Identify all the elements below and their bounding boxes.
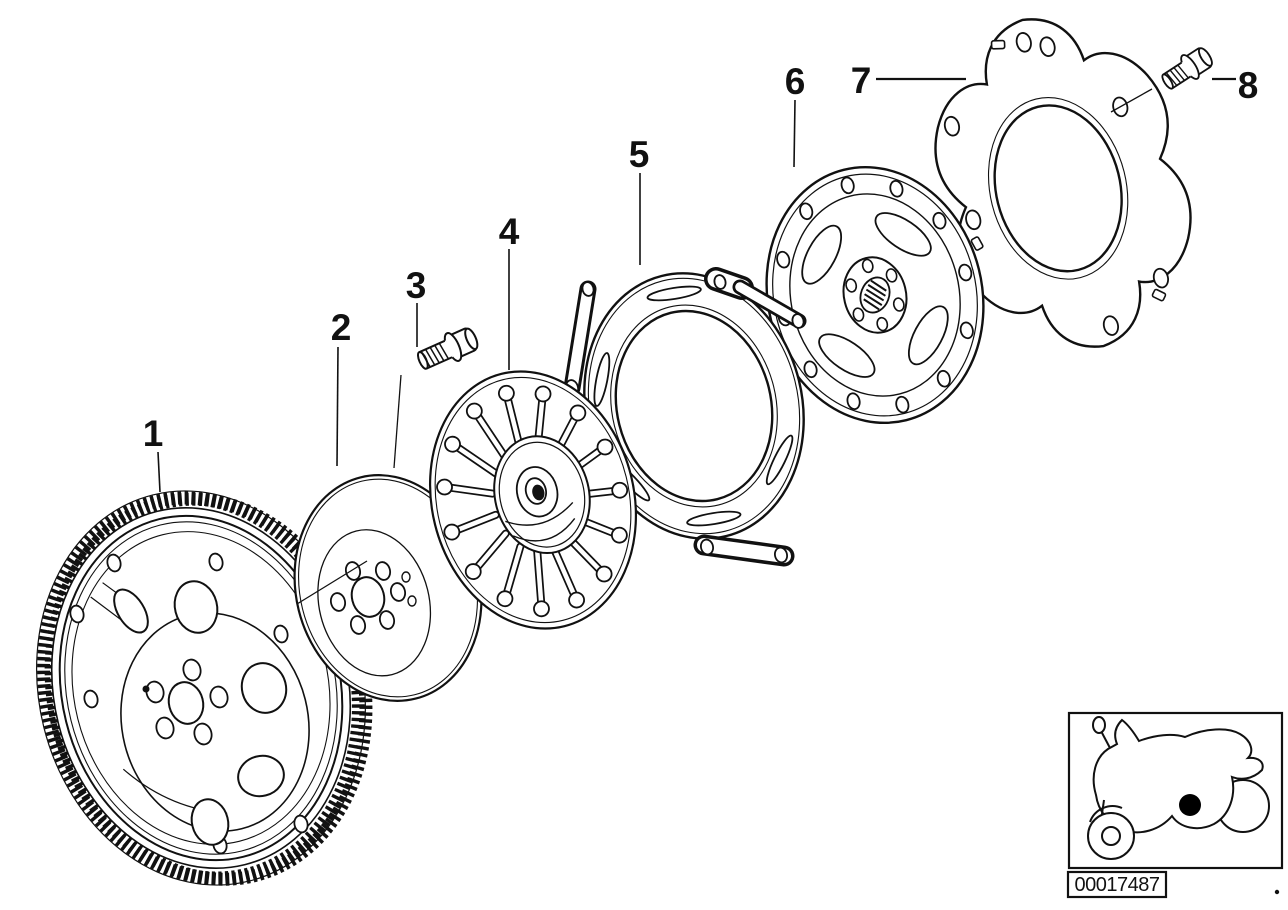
- image-number-label: 00017487: [1075, 874, 1160, 896]
- image-number-box: 00017487: [1066, 870, 1168, 899]
- thumbnail-frame: [1067, 711, 1284, 870]
- part-3-bolt[interactable]: [414, 323, 482, 375]
- location-thumbnail[interactable]: [1067, 711, 1284, 870]
- motorcycle-icon: [1087, 716, 1270, 860]
- bolt-8-alignment-line: [1110, 88, 1153, 113]
- callout-label-7[interactable]: 7: [851, 60, 872, 101]
- part-6-clutch-friction-plate[interactable]: [740, 144, 1010, 446]
- part-1-flywheel-ring-gear[interactable]: [0, 456, 406, 910]
- bolt-3-alignment-line: [393, 374, 402, 469]
- splined-hub: [859, 276, 891, 314]
- callout-label-3[interactable]: 3: [406, 265, 427, 306]
- part-8-bolt[interactable]: [1157, 43, 1216, 95]
- part-2-drive-disc[interactable]: [271, 455, 505, 721]
- callout-leader-2: [336, 346, 339, 467]
- callout-label-5[interactable]: 5: [629, 134, 650, 175]
- callout-label-8[interactable]: 8: [1238, 65, 1259, 106]
- part-4-diaphragm-spring-plate[interactable]: [404, 349, 663, 650]
- location-dot: [1179, 794, 1201, 816]
- part-5-housing-ring[interactable]: [557, 250, 831, 567]
- callout-leaders: [157, 77, 1236, 493]
- callout-label-1[interactable]: 1: [143, 413, 164, 454]
- callout-leader-6: [793, 99, 796, 168]
- part-1-2-alignment-line: [296, 560, 368, 605]
- small-dot: [1274, 889, 1280, 895]
- callout-label-4[interactable]: 4: [499, 211, 520, 252]
- callout-label-6[interactable]: 6: [785, 61, 806, 102]
- callout-label-2[interactable]: 2: [331, 307, 352, 348]
- callout-leader-1: [157, 451, 161, 493]
